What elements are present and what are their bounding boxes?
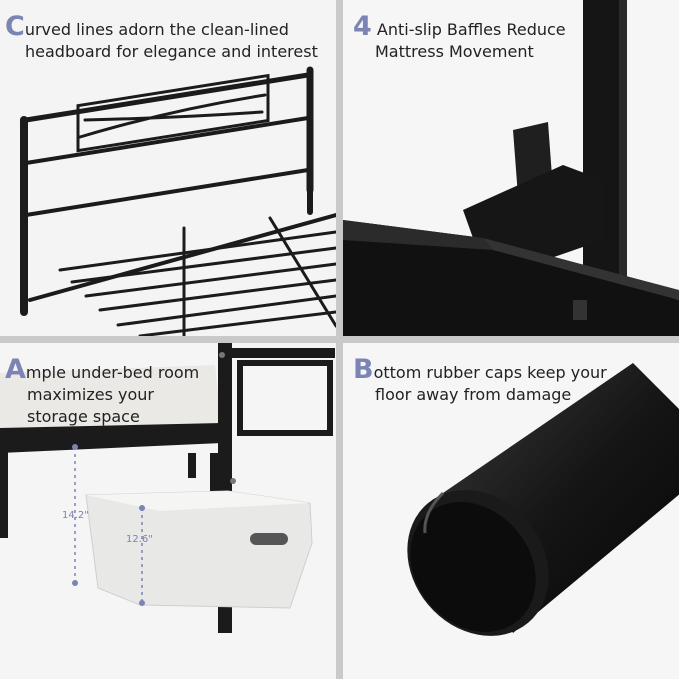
panel-rubber-caps: Bottom rubber caps keep your floor away … xyxy=(343,343,679,679)
caption-line-1-text: mple under-bed room xyxy=(25,363,200,382)
caption-line-1: Curved lines adorn the clean-lined xyxy=(5,13,318,41)
caption-line-2: maximizes your xyxy=(27,385,154,404)
caption-under-bed: Ample under-bed room maximizes your stor… xyxy=(5,356,200,428)
caption-line-1-text: Anti-slip Baffles Reduce xyxy=(371,20,566,39)
baffle-illustration xyxy=(343,0,679,336)
rubber-cap-illustration xyxy=(407,363,679,636)
caption-line-1: Ample under-bed room xyxy=(5,356,200,384)
caption-line-2: Mattress Movement xyxy=(375,42,534,61)
caption-line-1: 4 Anti-slip Baffles Reduce xyxy=(353,13,566,41)
caption-initial: B xyxy=(353,354,374,385)
caption-initial: A xyxy=(5,354,26,385)
caption-line-2: floor away from damage xyxy=(375,385,572,404)
headboard-illustration xyxy=(20,66,336,336)
panel-baffles: 4 Anti-slip Baffles Reduce Mattress Move… xyxy=(343,0,679,336)
caption-line-2: headboard for elegance and interest xyxy=(25,42,318,61)
dimension-label-height: 14.2" xyxy=(62,510,89,521)
caption-headboard: Curved lines adorn the clean-lined headb… xyxy=(5,13,318,63)
under-bed-illustration xyxy=(0,343,335,633)
caption-rubber-caps: Bottom rubber caps keep your floor away … xyxy=(353,356,607,406)
caption-line-1-text: ottom rubber caps keep your xyxy=(373,363,607,382)
caption-initial: 4 xyxy=(353,11,372,42)
caption-initial: C xyxy=(5,11,25,42)
caption-baffles: 4 Anti-slip Baffles Reduce Mattress Move… xyxy=(353,13,566,63)
dimension-label-bin: 12.6" xyxy=(126,534,153,545)
caption-line-3: storage space xyxy=(27,407,140,426)
caption-line-1: Bottom rubber caps keep your xyxy=(353,356,607,384)
panel-headboard: Curved lines adorn the clean-lined headb… xyxy=(0,0,336,336)
caption-line-1-text: urved lines adorn the clean-lined xyxy=(24,20,289,39)
panel-under-bed: 14.2" 12.6" Ample under-bed room maximiz… xyxy=(0,343,336,679)
